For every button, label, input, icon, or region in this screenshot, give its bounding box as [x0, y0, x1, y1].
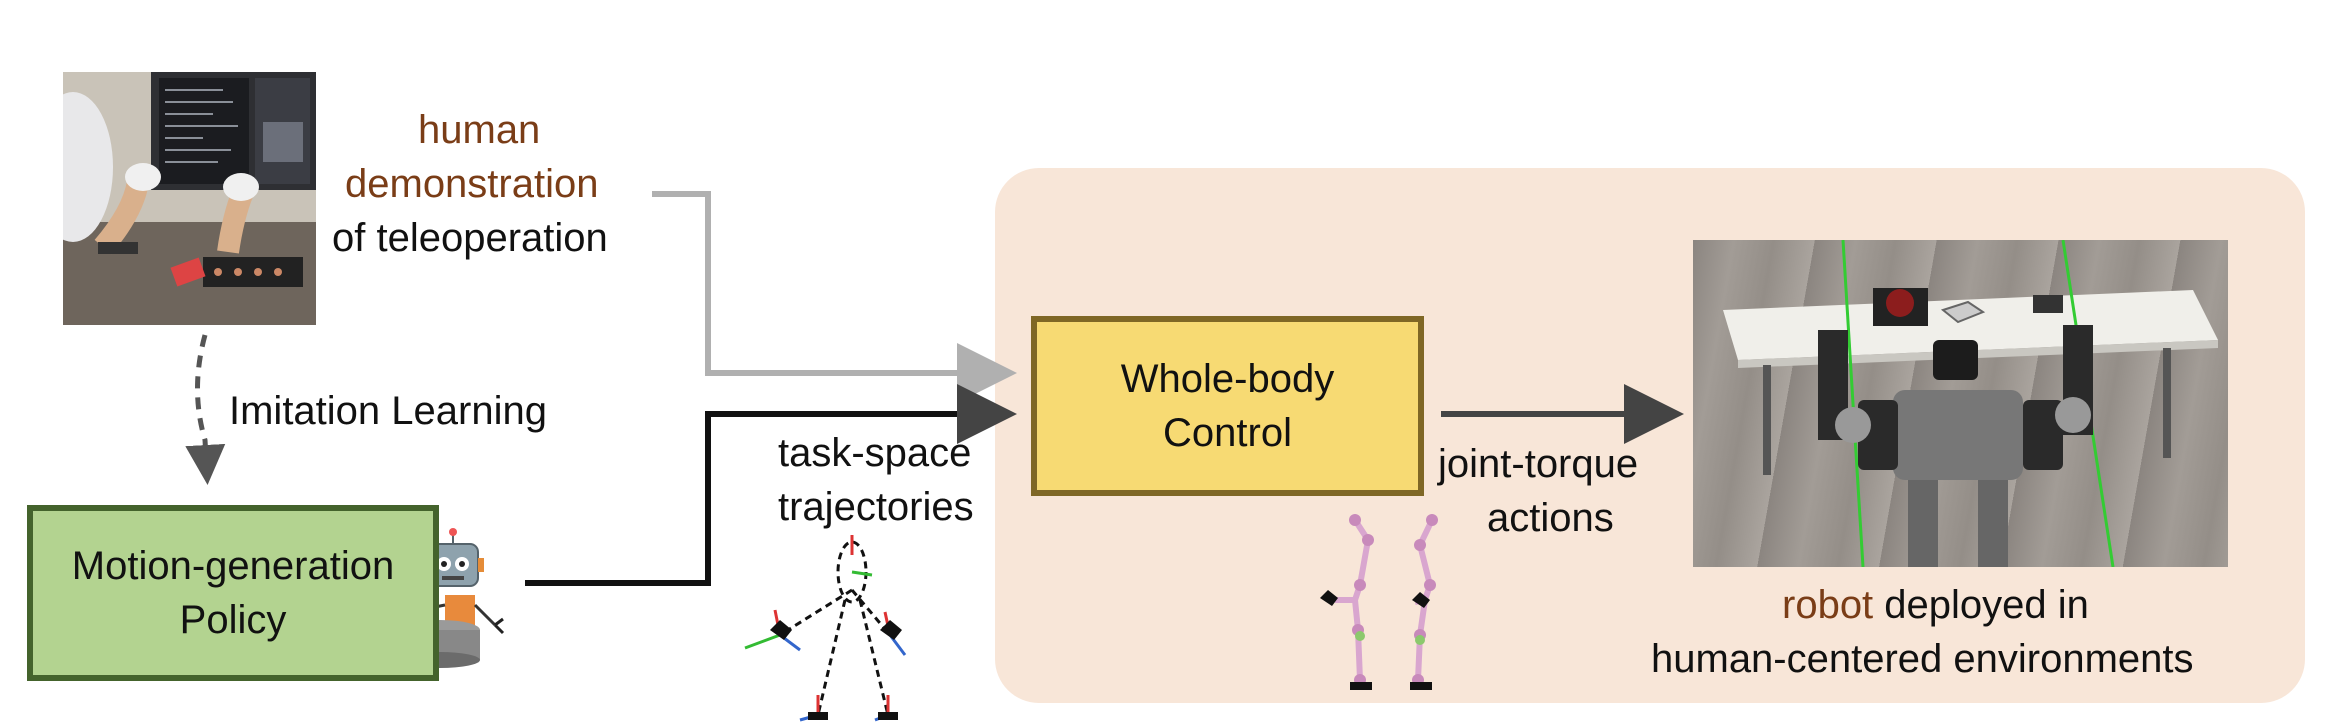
policy-label-line1: Motion-generation — [71, 544, 395, 588]
demonstration-label: demonstration — [345, 162, 599, 206]
demonstration-arrow — [652, 191, 1017, 403]
joint-torque-label-line2: actions — [1487, 496, 1614, 540]
robot-deployed-caption-line1: robot deployed in — [1782, 578, 2089, 632]
wbc-label-line2: Control — [1163, 411, 1292, 455]
robot-emoji-icon — [422, 528, 484, 587]
whole-body-control-box: Whole-body Control — [1031, 316, 1424, 496]
policy-label-line2: Policy — [179, 598, 287, 642]
deployed-in-text: deployed in — [1873, 583, 2089, 627]
wbc-label-line1: Whole-body — [1120, 357, 1335, 401]
teleoperation-label: of teleoperation — [332, 216, 608, 260]
imitation-learning-label: Imitation Learning — [229, 389, 547, 433]
imitation-learning-arrow — [185, 334, 226, 485]
robot-simulation-image — [1693, 240, 2228, 567]
task-space-label-line2: trajectories — [778, 485, 974, 529]
stick-figure-trajectory-icon — [744, 535, 907, 722]
policy-output-arrow — [525, 384, 1017, 586]
robot-deployed-caption-line2: human-centered environments — [1651, 637, 2194, 681]
human-label: human — [418, 108, 541, 152]
motion-generation-policy-box: Motion-generation Policy — [27, 505, 439, 681]
leg-skeleton-icon — [1320, 514, 1438, 690]
task-space-label-line1: task-space — [778, 431, 972, 475]
teleoperation-photo — [63, 72, 316, 325]
joint-torque-label-line1: joint-torque — [1438, 442, 1639, 486]
robot-word: robot — [1782, 583, 1874, 627]
